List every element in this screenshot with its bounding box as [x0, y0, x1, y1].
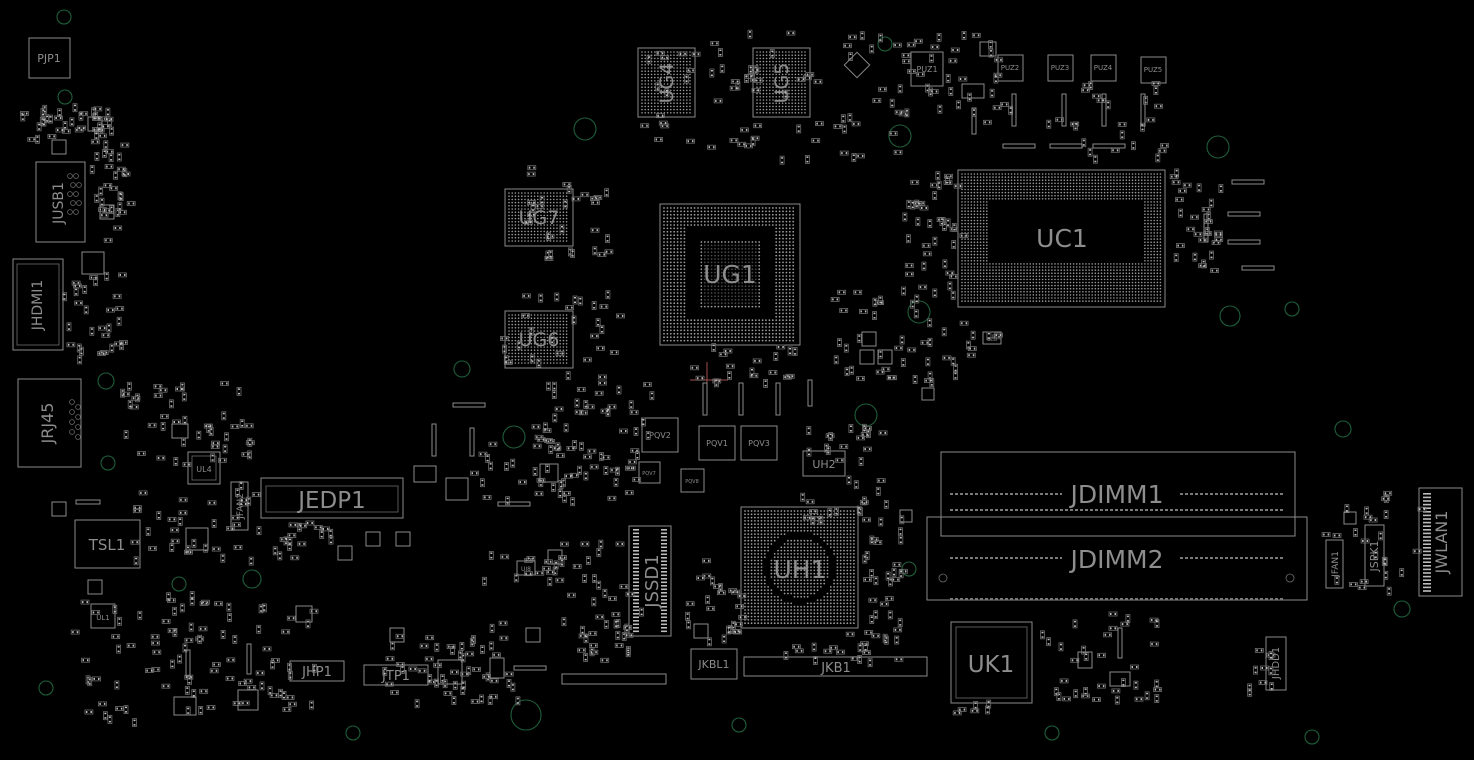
pqv2-chip: PQV2 [641, 417, 679, 453]
uh2-label: UH2 [812, 458, 835, 471]
puz2-chip: PUZ2 [997, 54, 1024, 82]
jhdd1-label: JHDD1 [1271, 647, 1282, 680]
small-ic-outlines [51, 41, 1357, 716]
jssd1-connector: JSSD1 [628, 525, 672, 637]
jwlan1-label: JWLAN1 [1432, 511, 1451, 575]
uc8-label: UC8 [987, 337, 997, 343]
jhdmi1-label: JHDMI1 [30, 280, 46, 332]
jfan2-label: JFAN2 [236, 493, 246, 520]
ul4-label: UL4 [196, 465, 211, 474]
jdimm2-slot: JDIMM2 [926, 516, 1308, 601]
jfan1-label: JFAN1 [1331, 551, 1341, 578]
jrj45-connector: JRJ45 [17, 378, 82, 468]
ug4-memory-chip: UG4 [637, 47, 696, 118]
ul1-chip: UL1 [90, 603, 116, 629]
jhdmi1-connector: JHDMI1 [12, 258, 64, 351]
jspk1-connector: JSPK1 [1364, 524, 1385, 587]
tsl1-transformer: TSL1 [74, 519, 141, 569]
uc8-chip: UC8 [982, 331, 1002, 345]
pqv7-label: PQV7 [642, 471, 656, 477]
jwlan1-connector: JWLAN1 [1418, 487, 1463, 597]
pjp1-label: PJP1 [37, 52, 61, 65]
puz2-label: PUZ2 [1001, 64, 1019, 72]
ul1-label: UL1 [96, 614, 109, 622]
puz4-chip: PUZ4 [1090, 54, 1117, 82]
puz1-label: PUZ1 [916, 65, 937, 74]
jspk1-label: JSPK1 [1368, 540, 1381, 572]
ug7-label: UG7 [519, 207, 560, 229]
uk1-label: UK1 [968, 652, 1015, 678]
ug4-label: UG4 [656, 63, 678, 104]
pqv1-chip: PQV1 [698, 425, 736, 461]
jkb1-label: JKB1 [820, 661, 851, 676]
jhdd1-connector: JHDD1 [1265, 636, 1287, 691]
ug1-gpu-bga: UG1 [659, 203, 801, 346]
puz5-label: PUZ5 [1144, 66, 1162, 74]
jusb1-label: JUSB1 [51, 182, 67, 225]
jkbl1-label: JKBL1 [697, 658, 729, 671]
jssd1-label: JSSD1 [642, 554, 663, 608]
jhp1-connector: JHP1 [289, 660, 345, 682]
puz1-chip: PUZ1 [910, 51, 944, 87]
pqv3-chip: PQV3 [740, 425, 778, 461]
pqv1-label: PQV1 [706, 439, 728, 448]
uk1-chip: UK1 [950, 621, 1033, 704]
jtp1-label: JTP1 [381, 669, 410, 684]
uh1-label: UH1 [773, 555, 826, 584]
pqv2-label: PQV2 [649, 431, 671, 440]
uh2-chip: UH2 [802, 450, 846, 477]
pqv7-chip: PQV7 [638, 461, 661, 484]
mounting-holes [38, 9, 1411, 745]
puz3-label: PUZ3 [1051, 64, 1069, 72]
jdimm1-slot: JDIMM1 [940, 451, 1296, 537]
ug1-label: UG1 [703, 260, 757, 289]
passive-components [20, 29, 1427, 727]
uh1-pch-bga: UH1 [740, 506, 859, 629]
puz5-chip: PUZ5 [1140, 56, 1167, 84]
jtp1-connector: JTP1 [363, 664, 429, 686]
ug5-label: UG5 [771, 63, 793, 104]
jkb1-connector: JKB1 [743, 656, 928, 677]
puz3-chip: PUZ3 [1047, 54, 1074, 82]
jusb1-connector: JUSB1 [35, 161, 86, 243]
jdimm1-label: JDIMM1 [1068, 480, 1163, 509]
jfan1-connector: JFAN1 [1325, 539, 1344, 589]
uc1-cpu-bga: UC1 [957, 169, 1166, 308]
jkbl1-connector: JKBL1 [690, 648, 738, 680]
ui8-label: UI8 [521, 566, 531, 573]
ug6-label: UG6 [519, 329, 560, 351]
uc1-label: UC1 [1036, 224, 1088, 253]
jedp1-label: JEDP1 [296, 488, 366, 514]
pqv3-label: PQV3 [748, 439, 770, 448]
ug7-memory-chip: UG7 [504, 188, 574, 247]
pqv8-label: PQV8 [685, 479, 699, 485]
tsl1-label: TSL1 [88, 536, 126, 554]
pqv8-chip: PQV8 [680, 468, 705, 493]
thin-parts [75, 93, 1275, 677]
puz4-label: PUZ4 [1094, 64, 1113, 72]
jedp1-connector: JEDP1 [260, 477, 404, 519]
pjp1-connector: PJP1 [28, 37, 71, 79]
jrj45-label: JRJ45 [38, 403, 57, 445]
ul4-chip: UL4 [187, 451, 221, 485]
jdimm2-label: JDIMM2 [1068, 545, 1163, 574]
